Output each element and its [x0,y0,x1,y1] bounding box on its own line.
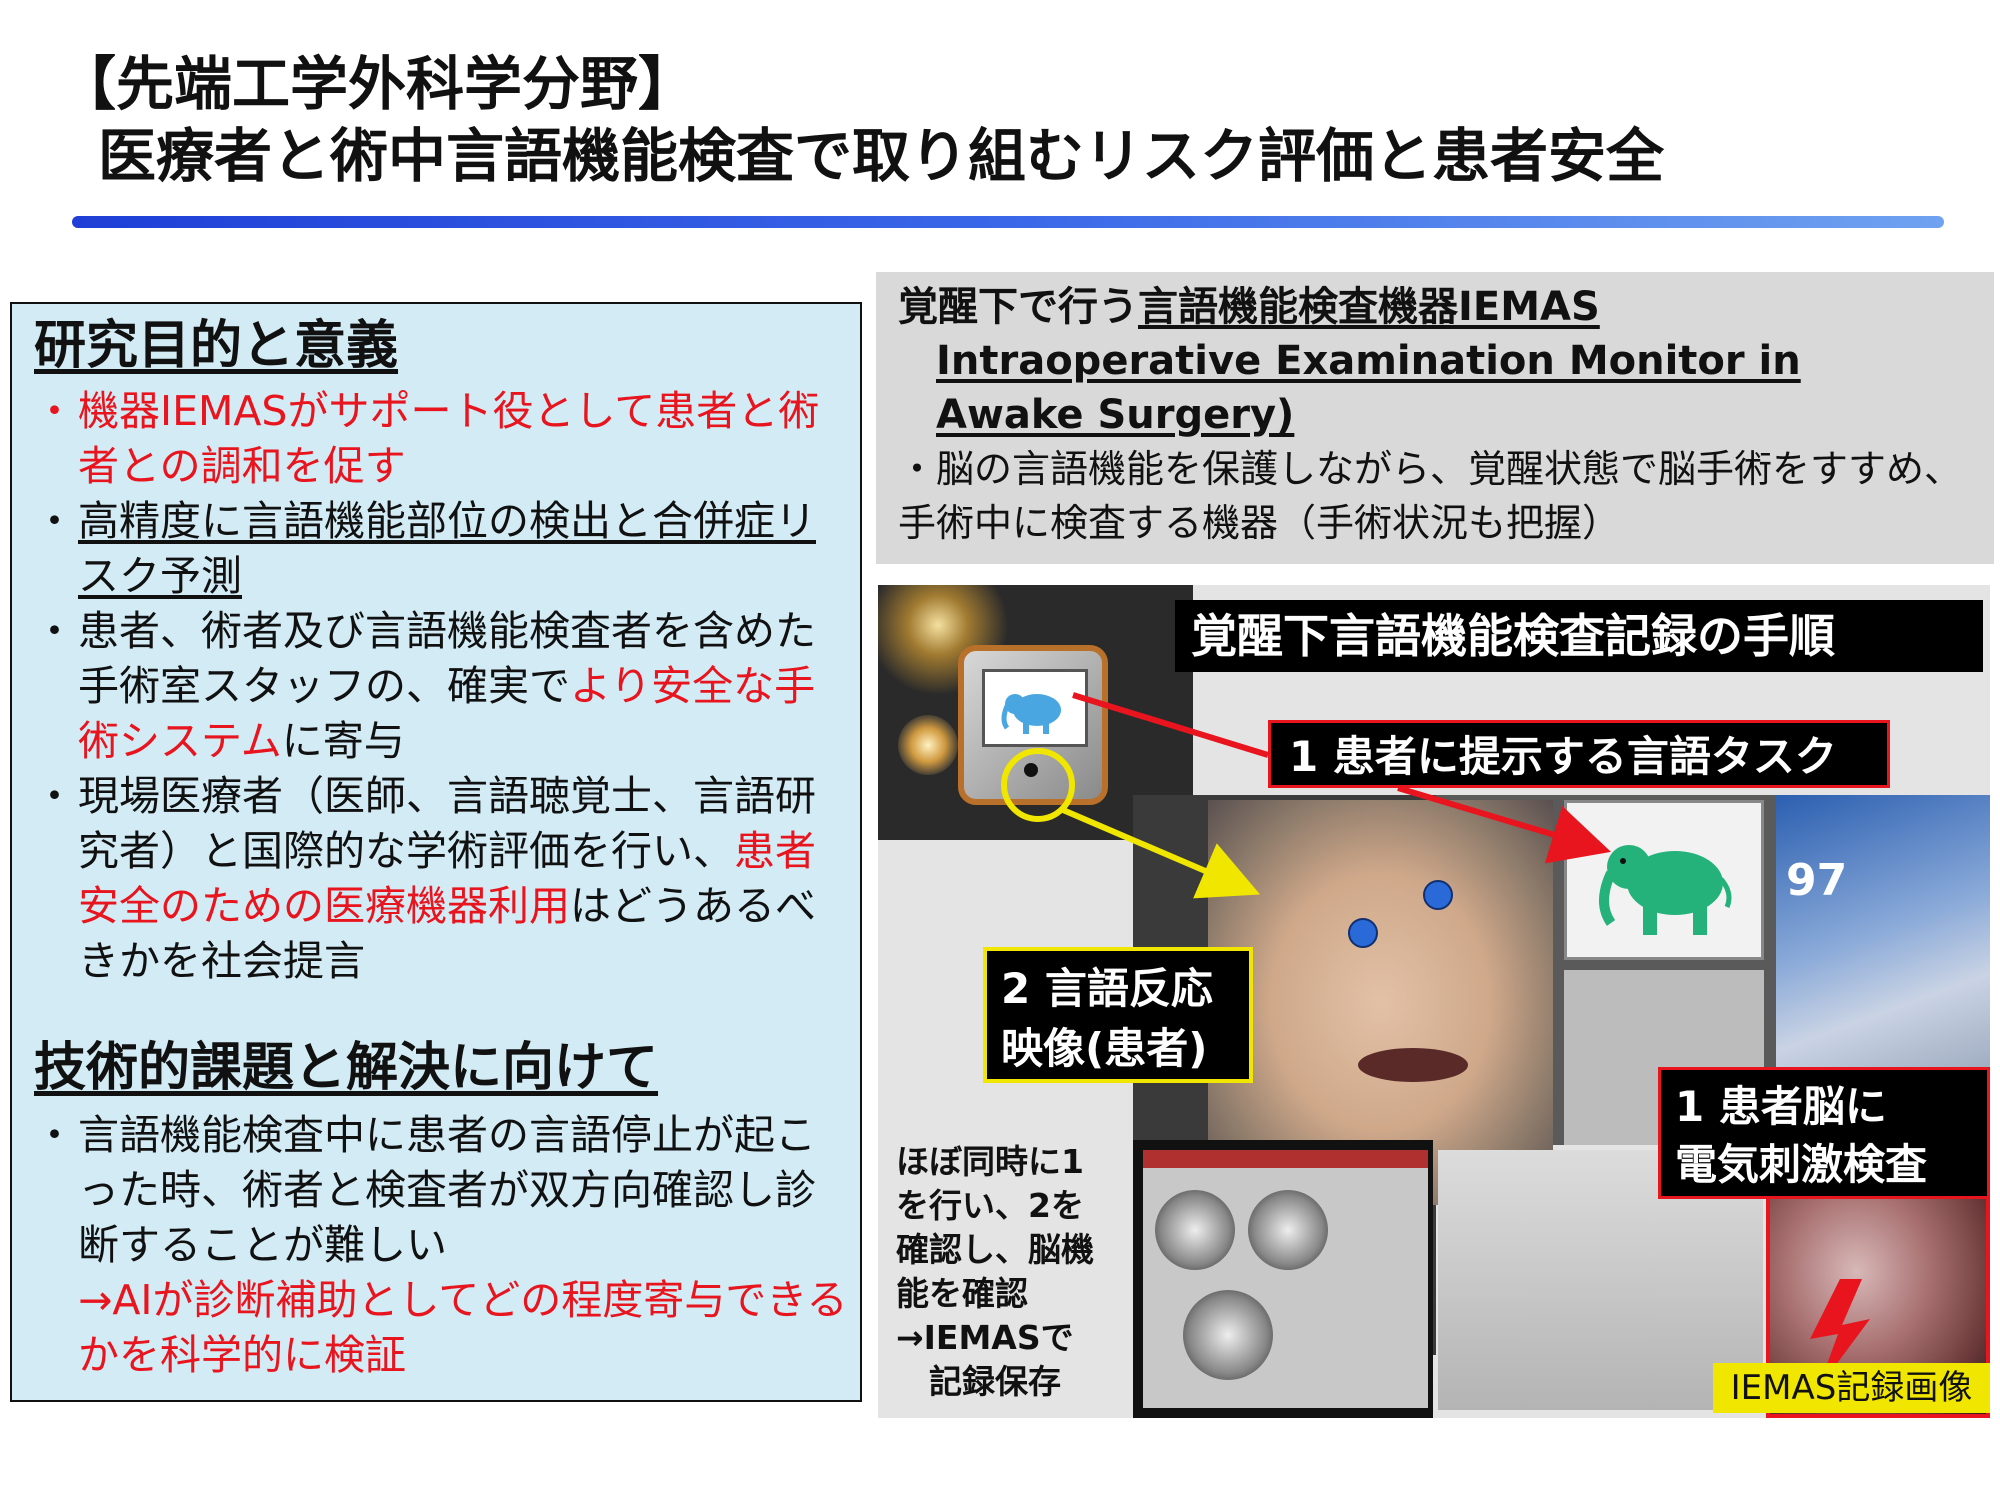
response-label-line2: 映像(患者) [1001,1024,1208,1073]
lightning-icon [1810,1279,1870,1389]
note-line-4: 能を確認 [896,1274,1028,1313]
page-title: 医療者と術中言語機能検査で取り組むリスク評価と患者安全 [98,122,1665,190]
face-marker-right [1423,880,1453,910]
purpose-item-4-pre: 現場医療者（医師、言語聴覚士、言語研究者）と国際的な学術評価を行い、 [78,772,816,875]
title-category: 【先端工学外科学分野】 [58,50,697,118]
device-screen [982,669,1088,747]
annotation-overlay [1001,692,1611,899]
research-panel: 研究目的と意義 機器IEMASがサポート役として患者と術者との調和を促す 高精度… [10,302,862,1402]
elephant-small-icon [1001,694,1061,734]
brain-scan-3 [1183,1290,1273,1380]
iemas-description: ・脳の言語機能を保護しながら、覚醒状態で脳手術をすすめ、手術中に検査する機器（手… [898,447,1963,545]
purpose-item-4-post: はどうあるべきかを社会提言 [78,882,816,985]
response-label-line1: 2 言語反応 [1001,964,1213,1013]
purpose-item-2: 高精度に言語機能部位の検出と合併症リスク予測 [34,494,854,604]
software-titlebar [1143,1150,1428,1168]
iemas-heading-line1: 覚醒下で行う言語機能検査機器IEMAS [898,280,1600,334]
note-line-1: ほぼ同時に1 [896,1142,1084,1181]
section-heading-purpose: 研究目的と意義 [34,316,399,376]
purpose-item-3-pre: 患者、術者及び言語機能検査者を含めた手術室スタッフの、確実で [78,607,816,710]
task-label: 1 患者に提示する言語タスク [1268,720,1890,788]
challenges-list: 言語機能検査中に患者の言語停止が起こった時、術者と検査者が双方向確認し診断するこ… [34,1108,854,1383]
section-heading-challenges: 技術的課題と解決に向けて [34,1038,659,1098]
purpose-item-4-highlight: 患者安全のための医療機器利用 [78,827,816,930]
note-line-2: を行い、2を [896,1186,1084,1225]
patient-mouth [1358,1048,1468,1082]
purpose-item-3: 患者、術者及び言語機能検査者を含めた手術室スタッフの、確実でより安全な手術システ… [34,604,854,769]
monitor-number: 97 [1786,855,1848,906]
challenge-item: 言語機能検査中に患者の言語停止が起こった時、術者と検査者が双方向確認し診断するこ… [34,1108,854,1383]
challenge-item-solution: →AIが診断補助としてどの程度寄与できるかを科学的に検証 [78,1276,848,1379]
iemas-info-box: 覚醒下で行う言語機能検査機器IEMAS Intraoperative Exami… [876,272,1994,564]
stimulation-label: 1 患者脳に 電気刺激検査 [1658,1067,1990,1199]
record-image-label: IEMAS記録画像 [1713,1363,1990,1413]
procedure-header: 覚醒下言語機能検査記録の手順 [1175,600,1983,672]
elephant-icon [1599,845,1732,935]
procedure-note: ほぼ同時に1 を行い、2を 確認し、脳機 能を確認 →IEMASで 記録保存 [896,1140,1126,1404]
note-line-3: 確認し、脳機 [896,1230,1094,1269]
brain-scan-2 [1248,1190,1328,1270]
device-camera [1024,763,1038,777]
purpose-item-3-post: に寄与 [281,717,405,765]
face-marker-left [1348,918,1378,948]
iemas-heading-device: 言語機能検査機器IEMAS [1138,284,1600,330]
stimulation-label-line1: 1 患者脳に [1675,1082,1887,1131]
purpose-item-1: 機器IEMASがサポート役として患者と術者との調和を促す [34,384,854,494]
iemas-procedure-collage: 覚醒下言語機能検査記録の手順 97 1 患者に提示する言語タスク 2 言語反応 … [878,585,1990,1418]
iemas-device [958,645,1108,805]
purpose-item-4: 現場医療者（医師、言語聴覚士、言語研究者）と国際的な学術評価を行い、患者安全のた… [34,769,854,989]
patient-face-photo [1208,800,1553,1205]
note-line-5: →IEMASで [896,1318,1074,1357]
purpose-item-3-highlight: より安全な手術システム [78,662,816,765]
title-divider [72,216,1944,228]
purpose-item-1-text: 機器IEMASがサポート役として患者と術者との調和を促す [78,387,820,490]
purpose-item-2-text: 高精度に言語機能部位の検出と合併症リスク予測 [78,497,816,600]
response-label: 2 言語反応 映像(患者) [983,947,1253,1083]
brain-scan-1 [1155,1190,1235,1270]
camera-highlight-circle [1001,748,1075,822]
challenge-item-text: 言語機能検査中に患者の言語停止が起こった時、術者と検査者が双方向確認し診断するこ… [78,1111,816,1269]
stimulation-label-line2: 電気刺激検査 [1675,1140,1928,1189]
note-line-6: 記録保存 [896,1362,1061,1401]
surgical-light-icon [898,715,958,775]
red-arrow-task [1397,785,1611,864]
iemas-heading-line3: Awake Surgery) [936,392,1295,438]
purpose-list: 機器IEMASがサポート役として患者と術者との調和を促す 高精度に言語機能部位の… [34,384,854,989]
iemas-heading-prefix: 覚醒下で行う [898,284,1138,330]
yellow-arrow-camera [1061,807,1261,899]
iemas-software-screen [1143,1150,1428,1408]
red-connector-line [1072,692,1269,758]
iemas-heading-line2: Intraoperative Examination Monitor in [936,338,1801,384]
